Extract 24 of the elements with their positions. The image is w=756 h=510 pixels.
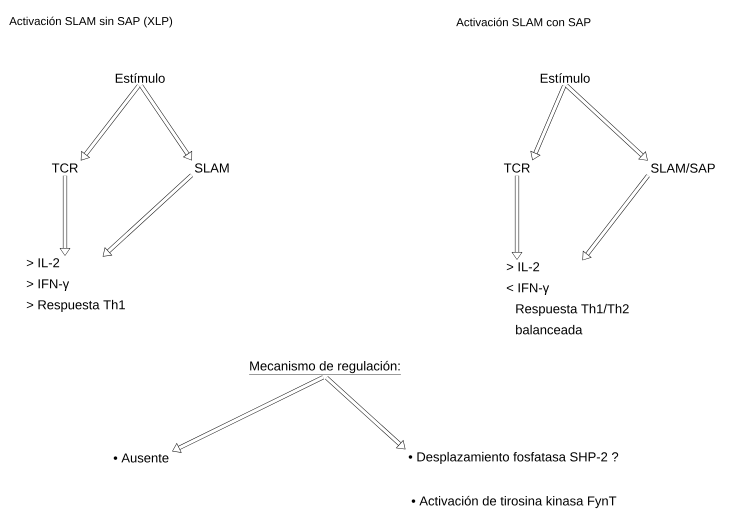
node-label: SLAM [194, 163, 229, 173]
block-arrow [565, 84, 648, 161]
node-label: Estímulo [540, 73, 590, 83]
node-label: TCR [504, 163, 530, 173]
block-arrow [139, 84, 192, 160]
block-arrow [512, 176, 522, 260]
bullet-item: • Activación de tirosina kinasa FynT [412, 496, 616, 508]
block-arrow [172, 375, 324, 453]
block-arrow [582, 174, 650, 260]
result-list: > IL-2 > IFN-γ > Respuesta Th1 [26, 258, 125, 312]
bullet-item: • Desplazamiento fosfatasa SHP-2 ? [408, 452, 618, 464]
node-label: SLAM/SAP [651, 163, 715, 173]
section-heading: Mecanismo de regulación: [248, 360, 402, 375]
block-arrow [60, 176, 70, 256]
result-list: > IL-2 < IFN-γ Respuesta Th1/Th2 balanceada [506, 262, 629, 334]
node-label: Estímulo [116, 73, 165, 83]
block-arrow [102, 174, 194, 257]
panel-title: Activación SLAM sin SAP (XLP) [9, 16, 172, 28]
block-arrow [325, 376, 406, 450]
panel-title: Activación SLAM con SAP [456, 18, 590, 26]
block-arrow [80, 84, 140, 160]
block-arrow [530, 85, 566, 160]
bullet-item: • Ausente [114, 453, 168, 463]
node-label: TCR [52, 163, 78, 173]
